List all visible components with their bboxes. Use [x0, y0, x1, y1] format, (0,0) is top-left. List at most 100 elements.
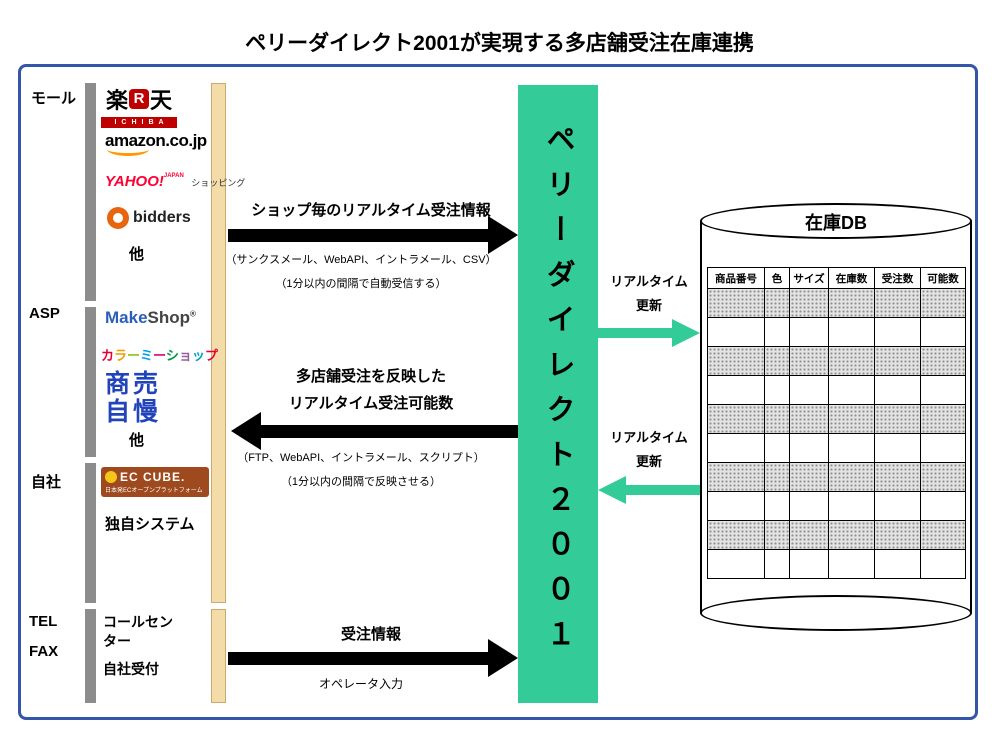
- db-table-cell: [920, 346, 966, 376]
- db-table-cell: [920, 288, 966, 318]
- inbound-flow-sub2: （1分以内の間隔で自動受信する）: [275, 278, 447, 290]
- db-table-cell: [764, 404, 790, 434]
- db-table-cell: [764, 462, 790, 492]
- outbound-availability-arrow-shaft: [261, 425, 518, 438]
- outbound-flow-sub1: （FTP、WebAPI、イントラメール、スクリプト）: [237, 452, 485, 464]
- perry-direct-2001-label: ペリーダイレクト２００１: [542, 124, 574, 664]
- bidders-logo: bidders: [107, 207, 191, 229]
- db-table-cell: [828, 404, 875, 434]
- db-table-row: [707, 462, 966, 492]
- db-table-cell: [789, 317, 829, 347]
- category-label-mall: モール: [31, 90, 77, 107]
- own-system-label: 独自システム: [105, 516, 195, 533]
- db-column-header: 色: [764, 267, 790, 289]
- call-center-line2: ター: [103, 633, 131, 649]
- shobai-jiman-line1: 商売: [105, 370, 162, 398]
- db-table-cell: [920, 404, 966, 434]
- tel-order-arrow-shaft: [228, 652, 490, 665]
- shobai-jiman-line2: 自慢: [105, 398, 162, 426]
- makeshop-make-text: Make: [105, 308, 148, 327]
- ec-cube-logo: EC CUBE. 日本発ECオープンプラットフォーム: [101, 467, 209, 497]
- db-table-cell: [789, 288, 829, 318]
- realtime-update-from-db-arrow-head: [598, 476, 626, 504]
- db-table-cell: [828, 317, 875, 347]
- db-table-cell: [874, 433, 921, 463]
- realtime-update-to-db-label-line2: 更新: [635, 298, 662, 313]
- db-table-cell: [789, 433, 829, 463]
- db-table-cell: [828, 288, 875, 318]
- channel-bar-tel-fax: [211, 609, 226, 703]
- db-table-cell: [707, 404, 765, 434]
- db-table-cell: [789, 375, 829, 405]
- category-label-tel: TEL: [29, 613, 58, 630]
- rakuten-ten-char: 天: [150, 88, 173, 113]
- inbound-order-arrow-head: [488, 216, 518, 254]
- db-table-cell: [828, 346, 875, 376]
- channel-bar-main: [211, 83, 226, 603]
- db-table-cell: [764, 317, 790, 347]
- yahoo-wordmark: YAHOO!: [105, 173, 164, 190]
- realtime-update-to-db-arrow-shaft: [598, 328, 674, 338]
- shobai-jiman-logo: 商売 自慢: [105, 370, 161, 426]
- db-table-cell: [789, 491, 829, 521]
- db-table-cell: [874, 375, 921, 405]
- db-table-cell: [874, 288, 921, 318]
- bidders-wordmark: bidders: [133, 209, 191, 226]
- rakuten-raku-char: 楽: [105, 88, 128, 113]
- inbound-flow-label: ショップ毎のリアルタイム受注情報: [251, 202, 491, 219]
- db-table-cell: [828, 549, 875, 579]
- db-table-row: [707, 317, 966, 347]
- db-column-header: 商品番号: [707, 267, 765, 289]
- db-column-header: 在庫数: [828, 267, 875, 289]
- diagram-frame: モール ASP 自社 TEL FAX 楽 R 天 ICHIBA amazon.c…: [18, 64, 978, 720]
- yahoo-shopping-logo: YAHOO!JAPAN ショッピング: [105, 173, 245, 191]
- makeshop-registered-mark: ®: [190, 309, 196, 319]
- inventory-db-cylinder-top: [700, 203, 972, 239]
- db-table-cell: [707, 317, 765, 347]
- db-table-cell: [764, 288, 790, 318]
- db-table-cell: [874, 404, 921, 434]
- db-table-cell: [707, 346, 765, 376]
- mall-others-label: 他: [129, 246, 145, 263]
- db-table-cell: [764, 491, 790, 521]
- inventory-db-cylinder-bottom: [700, 595, 972, 631]
- db-table-cell: [828, 520, 875, 550]
- db-table-row: [707, 346, 966, 376]
- db-table-cell: [764, 433, 790, 463]
- amazon-smile-icon: [107, 148, 149, 156]
- db-table-cell: [828, 462, 875, 492]
- db-table-cell: [874, 317, 921, 347]
- tel-order-arrow-head: [488, 639, 518, 677]
- asp-group-bar: [85, 307, 96, 457]
- db-table-cell: [920, 520, 966, 550]
- tel-flow-sub: オペレータ入力: [318, 677, 403, 691]
- yahoo-japan-label: JAPAN: [163, 173, 184, 179]
- colorme-logo: カラーミーショップ: [101, 348, 218, 363]
- rakuten-r-badge-icon: R: [129, 89, 149, 109]
- realtime-update-from-db-label-line2: 更新: [635, 454, 662, 469]
- call-center-line1: コールセン: [103, 614, 173, 630]
- db-table-cell: [707, 520, 765, 550]
- ec-cube-row: EC CUBE.: [105, 470, 205, 484]
- category-label-fax: FAX: [29, 643, 59, 660]
- db-table-row: [707, 288, 966, 318]
- db-table-cell: [707, 549, 765, 579]
- db-table-cell: [764, 346, 790, 376]
- db-table-cell: [789, 346, 829, 376]
- db-table-cell: [789, 462, 829, 492]
- realtime-update-from-db-arrow-shaft: [624, 485, 700, 495]
- category-label-asp: ASP: [29, 305, 60, 322]
- db-table-cell: [707, 462, 765, 492]
- outbound-availability-arrow-head: [231, 412, 261, 450]
- db-table-cell: [920, 462, 966, 492]
- db-table-cell: [874, 462, 921, 492]
- db-column-header: サイズ: [789, 267, 829, 289]
- db-table-cell: [764, 549, 790, 579]
- db-table-cell: [707, 491, 765, 521]
- makeshop-shop-text: Shop: [147, 308, 191, 327]
- db-column-header: 受注数: [874, 267, 921, 289]
- tel-fax-group-bar: [85, 609, 96, 703]
- own-company-group-bar: [85, 463, 96, 603]
- amazon-wordmark: amazon.co.jp: [105, 131, 207, 150]
- db-table-cell: [920, 317, 966, 347]
